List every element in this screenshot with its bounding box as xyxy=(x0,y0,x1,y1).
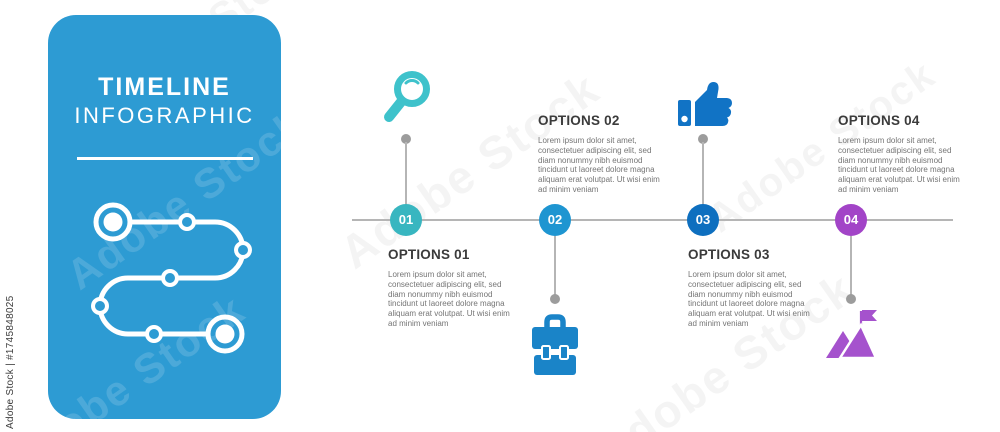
option-heading-02: OPTIONS 02 xyxy=(538,113,620,128)
timeline-node-02: 02 xyxy=(539,204,571,236)
thumbs-up-icon xyxy=(678,82,732,126)
briefcase-icon xyxy=(532,314,578,375)
connector-dot xyxy=(846,294,856,304)
title-card: TIMELINE INFOGRAPHIC Adobe Stock Adobe S… xyxy=(0,15,313,432)
connector-line xyxy=(702,142,704,205)
timeline-node-01: 01 xyxy=(390,204,422,236)
option-body-02: Lorem ipsum dolor sit amet, consectetuer… xyxy=(538,136,660,194)
connector-line xyxy=(405,142,407,205)
connector-line xyxy=(850,236,852,296)
card-title: TIMELINE xyxy=(98,73,231,101)
connector-dot xyxy=(550,294,560,304)
mountain-flag-icon xyxy=(826,310,878,359)
option-heading-04: OPTIONS 04 xyxy=(838,113,920,128)
timeline-node-03: 03 xyxy=(687,204,719,236)
option-heading-03: OPTIONS 03 xyxy=(688,247,770,262)
option-body-04: Lorem ipsum dolor sit amet, consectetuer… xyxy=(838,136,960,194)
option-body-01: Lorem ipsum dolor sit amet, consectetuer… xyxy=(388,270,510,328)
route-icon xyxy=(91,202,252,354)
timeline-axis xyxy=(352,219,953,221)
timeline-node-04: 04 xyxy=(835,204,867,236)
card-subtitle: INFOGRAPHIC xyxy=(74,103,255,128)
connector-line xyxy=(554,236,556,296)
card-divider xyxy=(77,157,253,160)
option-heading-01: OPTIONS 01 xyxy=(388,247,470,262)
magnifier-icon xyxy=(384,71,430,122)
connector-dot xyxy=(401,134,411,144)
option-body-03: Lorem ipsum dolor sit amet, consectetuer… xyxy=(688,270,810,328)
connector-dot xyxy=(698,134,708,144)
stock-attribution: Adobe Stock | #1745848025 xyxy=(5,295,16,429)
